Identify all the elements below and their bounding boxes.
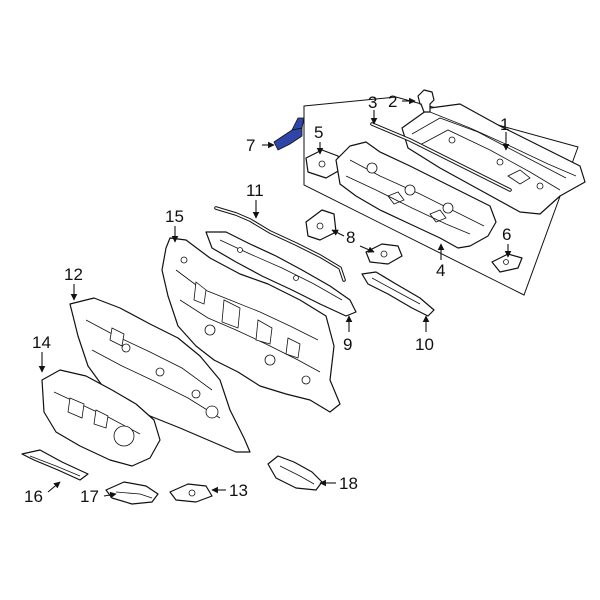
- callout-10: 10: [415, 335, 434, 354]
- leader-16: [47, 481, 61, 493]
- callout-14: 14: [32, 333, 51, 352]
- callout-8: 8: [346, 228, 355, 247]
- leader-lines: [38, 97, 512, 499]
- callout-1: 1: [500, 115, 509, 134]
- part-1-cowl-top-panel[interactable]: [401, 103, 586, 215]
- part-16-strip[interactable]: [21, 449, 89, 481]
- part-12-insulator[interactable]: [69, 297, 251, 453]
- callout-labels: 1 2 3 4 5 6 7 8 9 10 11 12 13 14 15 16 1…: [24, 92, 511, 506]
- part-15-dash-panel[interactable]: [161, 237, 341, 413]
- part-8-bracket[interactable]: [365, 243, 403, 265]
- part-4-cowl-panel[interactable]: [335, 141, 497, 249]
- leader-17: [103, 491, 117, 499]
- part-5-bracket[interactable]: [305, 149, 341, 179]
- callout-7: 7: [246, 136, 255, 155]
- assembly-group-box: [303, 96, 579, 296]
- part-14-silencer-pad[interactable]: [41, 369, 161, 467]
- callout-12: 12: [64, 265, 83, 284]
- callout-3: 3: [368, 93, 377, 112]
- callout-5: 5: [314, 123, 323, 142]
- leader-8a: [331, 229, 345, 237]
- part-6-bracket[interactable]: [491, 253, 523, 273]
- callout-4: 4: [436, 261, 445, 280]
- part-17-pad[interactable]: [105, 481, 159, 505]
- part-10-brace[interactable]: [361, 271, 435, 317]
- part-9-reinforcement[interactable]: [205, 231, 357, 317]
- callout-2: 2: [388, 92, 397, 111]
- callout-11: 11: [246, 181, 264, 200]
- part-11-rod[interactable]: [214, 206, 346, 282]
- part-3-seal-strip[interactable]: [370, 122, 512, 192]
- callout-16: 16: [24, 487, 43, 506]
- callout-13: 13: [229, 481, 248, 500]
- callout-18: 18: [339, 474, 358, 493]
- part-8-upper-bracket[interactable]: [305, 209, 337, 241]
- callout-17: 17: [80, 487, 99, 506]
- part-18-panel[interactable]: [267, 455, 323, 491]
- callout-15: 15: [165, 207, 184, 226]
- callout-9: 9: [343, 335, 352, 354]
- part-13-bracket[interactable]: [169, 483, 213, 503]
- leader-8b: [359, 245, 375, 253]
- part-7-highlighted-bracket[interactable]: [273, 117, 305, 151]
- part-2-clip[interactable]: [417, 89, 435, 113]
- callout-6: 6: [502, 225, 511, 244]
